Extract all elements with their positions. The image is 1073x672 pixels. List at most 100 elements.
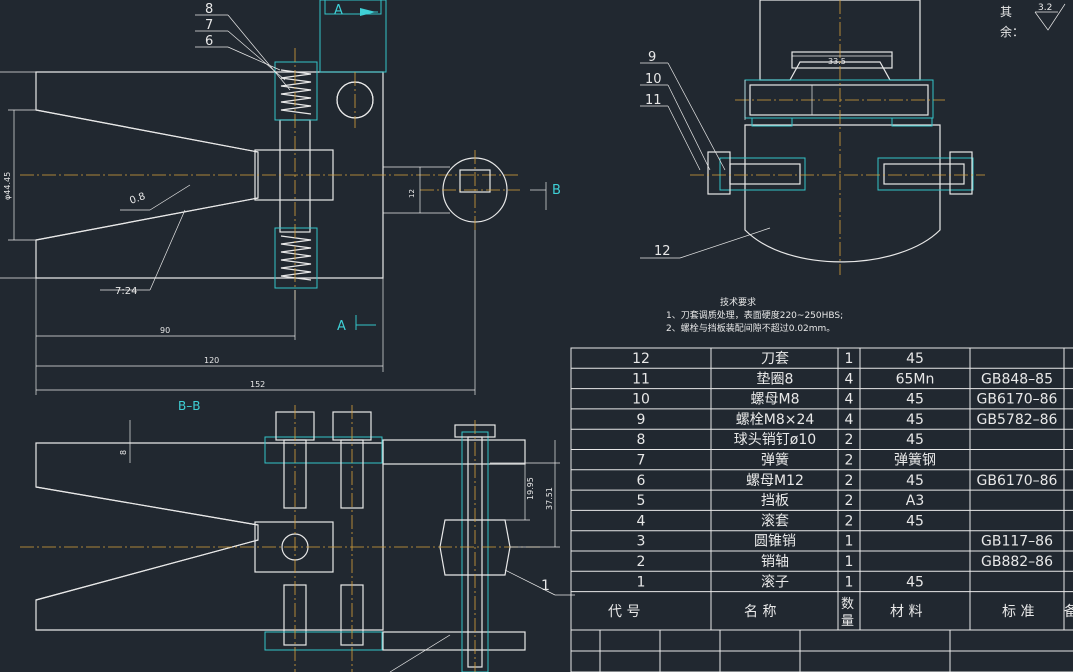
bom-cell-mat: 45: [906, 513, 924, 529]
bom-cell-mat: 弹簧钢: [894, 453, 936, 469]
chamfer-label: 0.8: [128, 191, 147, 207]
dim-8: 8: [119, 450, 128, 455]
bom-cell-qty: 4: [845, 371, 854, 387]
bom-cell-no: 11: [632, 371, 650, 387]
tech-req-line2: 2、螺栓与挡板装配间隙不超过0.02mm。: [666, 322, 835, 334]
bom-cell-name: 球头销钉ø10: [734, 432, 816, 448]
bom-cell-name: 圆锥销: [754, 534, 796, 550]
section-b-label: B: [552, 183, 561, 198]
bom-header-note: 备: [1064, 603, 1073, 620]
bom-cell-no: 8: [637, 432, 646, 448]
bom-cell-qty: 4: [845, 412, 854, 428]
dim-small: 12: [408, 189, 416, 198]
bom-cell-name: 螺母M8: [751, 392, 800, 408]
callout-6: 6: [205, 34, 213, 49]
callout-12: 12: [654, 244, 671, 259]
bom-cell-qty: 1: [845, 574, 854, 590]
section-bb-label: B–B: [178, 399, 200, 413]
roughness-value: 3.2: [1038, 3, 1052, 13]
roughness-label-2: 余：: [1000, 24, 1024, 39]
tech-req-line1: 1、刀套调质处理，表面硬度220~250HBS;: [666, 309, 843, 321]
bom-cell-std: GB5782–86: [977, 412, 1058, 428]
section-a-top-label: A: [334, 3, 343, 18]
bom-table: [570, 347, 1073, 672]
callouts-left: [195, 14, 291, 91]
tech-req-title: 技术要求: [720, 296, 756, 308]
bom-cell-mat: 45: [906, 574, 924, 590]
callout-7: 7: [205, 18, 213, 33]
section-a-bottom-label: A: [337, 319, 346, 334]
spring-top: [280, 69, 312, 115]
spring-bottom: [280, 235, 312, 281]
bom-header-qty-1: 数: [841, 597, 854, 612]
right-view: [640, 0, 985, 275]
bom-cell-mat: 45: [906, 412, 924, 428]
bom-header-no: 代 号: [608, 604, 640, 620]
bom-cell-no: 4: [637, 513, 646, 529]
bom-cell-mat: A3: [906, 493, 924, 509]
bom-cell-qty: 2: [845, 453, 854, 469]
dim-90: 90: [160, 326, 170, 335]
bom-cell-qty: 2: [845, 493, 854, 509]
bom-cell-std: GB882–86: [981, 554, 1053, 570]
section-a-marks: [355, 8, 378, 330]
bom-cell-name: 弹簧: [761, 453, 789, 469]
bom-cell-mat: 65Mn: [896, 371, 935, 387]
bom-header-qty-2: 量: [841, 614, 854, 629]
bom-cell-name: 螺母M12: [746, 473, 804, 489]
bom-cell-no: 7: [637, 453, 646, 469]
bom-cell-no: 1: [637, 574, 646, 590]
bom-cell-std: GB6170–86: [977, 392, 1058, 408]
bom-cell-qty: 2: [845, 513, 854, 529]
dim-1995: 19.95: [526, 477, 535, 500]
callout-8: 8: [205, 2, 213, 17]
bom-cell-mat: 45: [906, 432, 924, 448]
bom-cell-no: 9: [637, 412, 646, 428]
bom-cell-mat: 45: [906, 392, 924, 408]
bom-cell-no: 6: [637, 473, 646, 489]
bottom-dims: [35, 230, 476, 395]
taper-label: 7:24: [115, 286, 137, 297]
bom-cell-no: 10: [632, 392, 650, 408]
bom-header-mat: 材 料: [890, 604, 922, 620]
bom-cell-qty: 1: [845, 534, 854, 550]
bom-cell-qty: 1: [845, 351, 854, 367]
bom-cell-no: 2: [637, 554, 646, 570]
bom-cell-name: 垫圈8: [757, 371, 794, 387]
bom-cell-no: 3: [637, 534, 646, 550]
bom-header-std: 标 准: [1002, 604, 1034, 620]
callout-1: 1: [541, 578, 550, 594]
bom-cell-no: 12: [632, 351, 650, 367]
callout-9: 9: [648, 50, 656, 65]
dim-152: 152: [250, 380, 265, 389]
bom-cell-qty: 4: [845, 392, 854, 408]
dim-120: 120: [204, 356, 219, 365]
left-dims: [0, 71, 36, 279]
bom-cell-qty: 1: [845, 554, 854, 570]
bom-cell-name: 刀套: [761, 351, 789, 367]
bom-cell-name: 滚子: [761, 573, 789, 590]
bom-cell-name: 螺栓M8×24: [736, 412, 815, 428]
bom-cell-std: GB848–85: [981, 371, 1053, 387]
bom-cell-name: 挡板: [761, 493, 789, 509]
bom-cell-no: 5: [637, 493, 646, 509]
main-view: [20, 0, 547, 300]
roughness-label-1: 其: [1000, 5, 1012, 19]
bom-cell-std: GB117–86: [981, 534, 1053, 550]
bom-cell-mat: 45: [906, 473, 924, 489]
bom-cell-std: GB6170–86: [977, 473, 1058, 489]
dia-left-dim: φ44.45: [3, 172, 12, 200]
dim-335: 33.5: [828, 57, 846, 66]
bom-header-name: 名 称: [744, 604, 776, 620]
callout-11: 11: [645, 93, 662, 108]
bom-cell-mat: 45: [906, 351, 924, 367]
section-bb-view: [20, 405, 575, 672]
bom-cell-qty: 2: [845, 473, 854, 489]
bom-cell-name: 销轴: [761, 554, 789, 570]
dim-3751: 37.51: [545, 487, 554, 510]
bom-cell-name: 滚套: [761, 512, 789, 529]
callout-10: 10: [645, 72, 662, 87]
bom-cell-qty: 2: [845, 432, 854, 448]
